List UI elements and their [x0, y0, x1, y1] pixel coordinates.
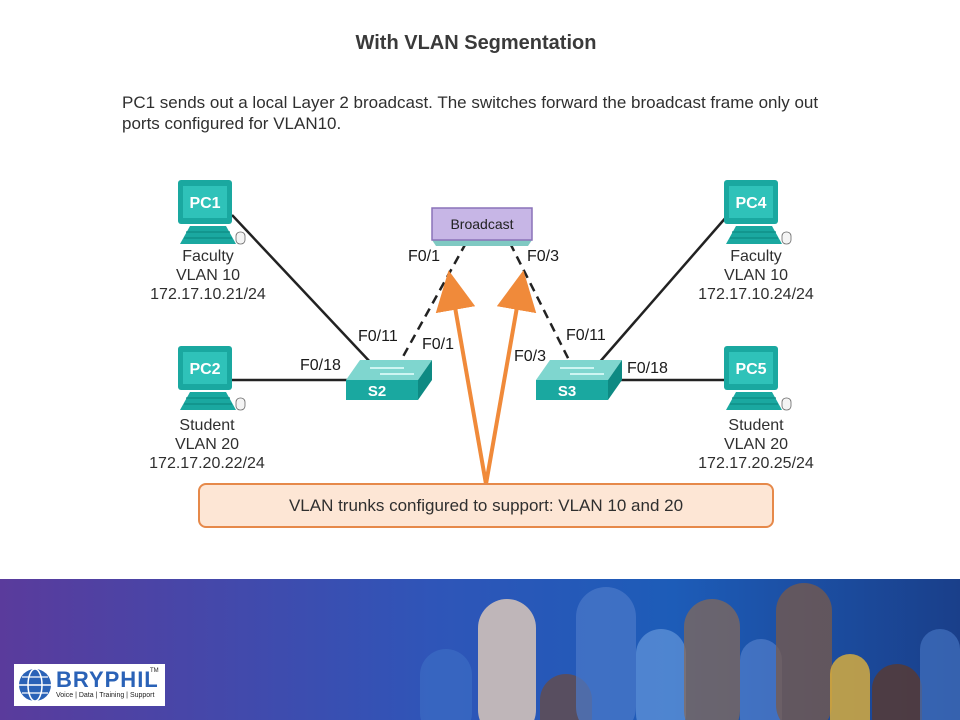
- port-s3-f011: F0/11: [566, 327, 606, 344]
- pc1-ip: 172.17.10.21/24: [150, 286, 266, 303]
- port-s3-f018: F0/18: [627, 360, 668, 377]
- switch-s1: [431, 207, 533, 246]
- broadcast-label: Broadcast: [450, 216, 513, 232]
- pc5-vlan: VLAN 20: [723, 436, 789, 453]
- switch-s3: [536, 360, 622, 400]
- slide-description: PC1 sends out a local Layer 2 broadcast.…: [122, 93, 819, 133]
- vlan-trunk-callout: VLAN trunks configured to support: VLAN …: [198, 483, 774, 528]
- port-s2-f011: F0/11: [358, 328, 398, 345]
- pc4-info: Faculty VLAN 10 172.17.10.24/24: [666, 247, 846, 304]
- arrow-to-trunk-s3: [484, 270, 537, 485]
- pc4-role: Faculty: [730, 248, 782, 265]
- pc2-label: PC2: [189, 361, 220, 378]
- pc2-role: Student: [179, 417, 235, 434]
- pc4-ip: 172.17.10.24/24: [698, 286, 814, 303]
- pc5-ip: 172.17.20.25/24: [698, 455, 814, 472]
- port-s2-f018: F0/18: [300, 357, 341, 374]
- globe-icon: [19, 668, 51, 702]
- pc2-vlan: VLAN 20: [174, 436, 240, 453]
- trunk-s1-s2: [398, 242, 468, 363]
- pc2-info: Student VLAN 20 172.17.20.22/24: [117, 416, 297, 473]
- link-pc1-s2: [231, 214, 373, 365]
- switch-s2-label: S2: [368, 383, 386, 400]
- pc1-computer-icon: [178, 180, 246, 245]
- trunk-s1-s3: [508, 242, 572, 363]
- pc4-computer-icon: [724, 180, 792, 245]
- bryphil-logo: BRYPHIL TM Voice | Data | Training | Sup…: [14, 664, 165, 706]
- port-s1-f01: F0/1: [408, 248, 441, 265]
- port-s3-f03: F0/3: [514, 348, 547, 365]
- logo-name: BRYPHIL: [56, 667, 159, 692]
- pc2-ip: 172.17.20.22/24: [149, 455, 265, 472]
- pc4-label: PC4: [735, 195, 766, 212]
- arrow-to-trunk-s2: [435, 270, 488, 485]
- pc2-computer-icon: [178, 346, 246, 411]
- port-s2-f01: F0/1: [422, 336, 455, 353]
- port-s1-f03: F0/3: [527, 248, 560, 265]
- pc5-computer-icon: [724, 346, 792, 411]
- link-pc4-s3: [597, 214, 729, 365]
- pc1-label: PC1: [189, 195, 220, 212]
- pc1-role: Faculty: [182, 248, 234, 265]
- logo-tagline: Voice | Data | Training | Support: [56, 692, 155, 699]
- pc5-role: Student: [728, 417, 784, 434]
- pc1-vlan: VLAN 10: [175, 267, 241, 284]
- footer-banner: [0, 579, 960, 720]
- pc5-info: Student VLAN 20 172.17.20.25/24: [666, 416, 846, 473]
- pc4-vlan: VLAN 10: [723, 267, 789, 284]
- switch-s2: [346, 360, 432, 400]
- switch-s3-label: S3: [558, 383, 576, 400]
- pc5-label: PC5: [735, 361, 766, 378]
- slide-title: With VLAN Segmentation: [355, 32, 597, 54]
- logo-trademark: TM: [150, 668, 159, 674]
- footer-decoration: [420, 583, 960, 720]
- pc1-info: Faculty VLAN 10 172.17.10.21/24: [118, 247, 298, 304]
